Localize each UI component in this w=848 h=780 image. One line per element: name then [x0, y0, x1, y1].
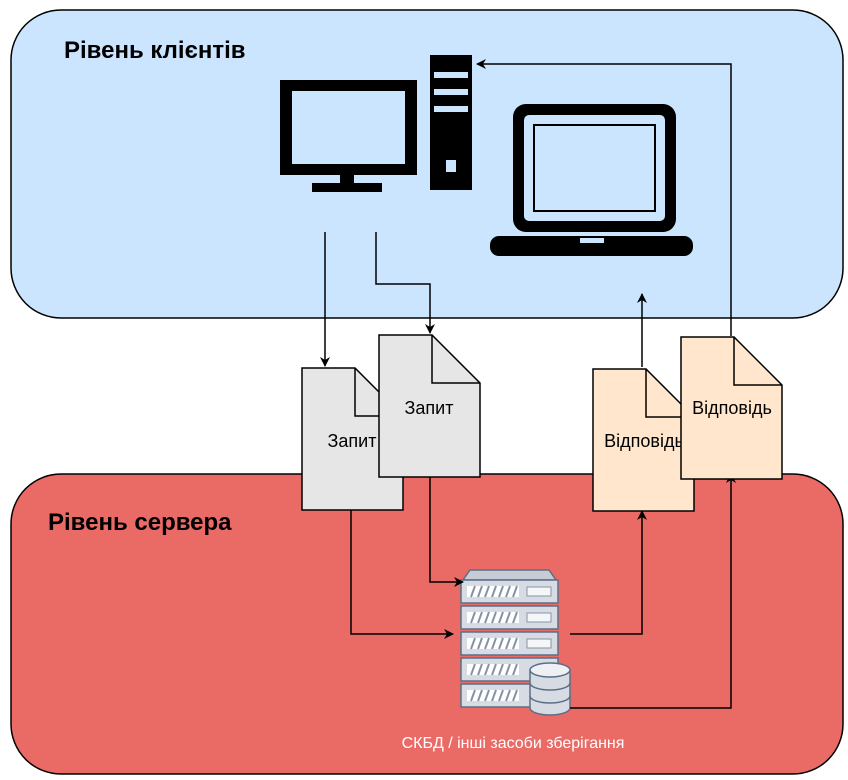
response-arrow — [476, 59, 732, 336]
database-icon — [529, 662, 571, 716]
request-document: Запит — [378, 334, 481, 478]
response-document: Відповідь — [680, 336, 783, 480]
response-arrow — [570, 473, 736, 709]
server-unit — [460, 605, 559, 630]
response-document-label: Відповідь — [604, 431, 684, 451]
desktop-computer-icon — [280, 80, 417, 192]
response-document-label: Відповідь — [692, 398, 772, 418]
request-arrow — [375, 232, 435, 334]
storage-label: СКБД / інші засоби зберігання — [402, 735, 625, 752]
server-tier: Рівень сервера — [10, 473, 844, 775]
server-unit — [460, 631, 559, 656]
request-document: Запит — [301, 367, 404, 511]
system-unit-icon — [430, 55, 472, 190]
request-document-label: Запит — [405, 398, 454, 418]
response-document: Відповідь — [592, 368, 695, 512]
server-rack-icon — [460, 569, 559, 708]
connectors — [320, 59, 736, 709]
server-unit — [460, 579, 559, 604]
client-tier-title: Рівень клієнтів — [64, 37, 246, 64]
client-tier: Рівень клієнтів — [10, 9, 844, 319]
request-document-label: Запит — [328, 431, 377, 451]
server-tier-title: Рівень сервера — [48, 509, 232, 536]
request-arrow — [350, 510, 454, 639]
laptop-icon — [490, 104, 693, 256]
response-arrow — [570, 510, 647, 635]
request-arrow — [429, 470, 464, 587]
